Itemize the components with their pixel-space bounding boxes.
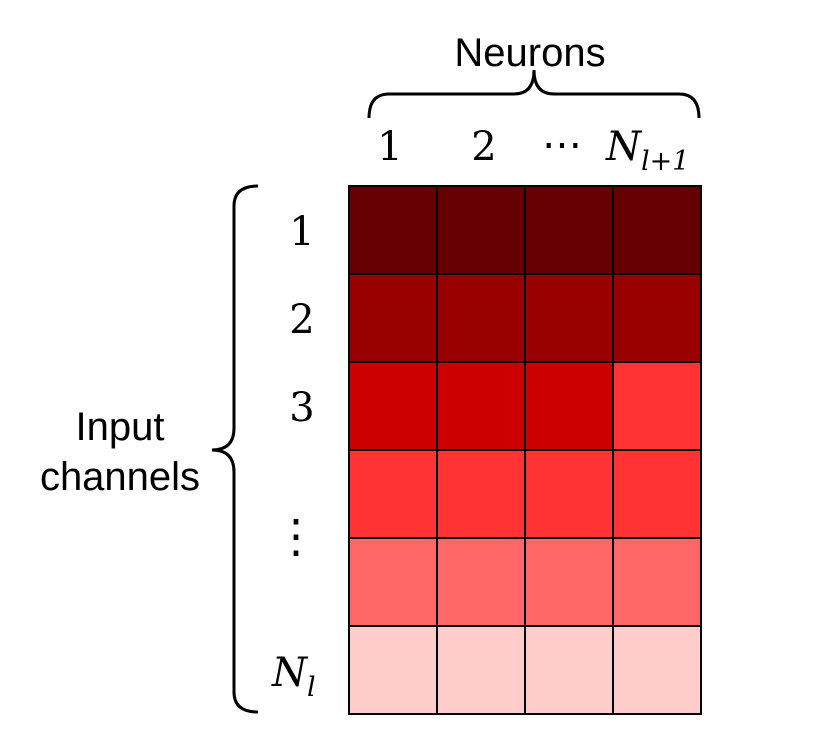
neurons-label: Neurons bbox=[454, 31, 605, 75]
column-label-last: Nl+1 bbox=[605, 124, 689, 177]
row-label-3: 3 bbox=[289, 385, 314, 431]
column-label-last-sub: l+1 bbox=[641, 146, 689, 177]
grid-cell-r2-c1 bbox=[348, 273, 438, 363]
grid-cell-r3-c1 bbox=[348, 361, 438, 451]
grid-cell-r4-c3 bbox=[524, 449, 614, 539]
input-channels-label-line1: Input bbox=[76, 405, 165, 449]
grid-cell-r3-c4 bbox=[612, 361, 702, 451]
grid-cell-r6-c3 bbox=[524, 625, 614, 715]
grid-cell-r6-c2 bbox=[436, 625, 526, 715]
grid-cell-r1-c4 bbox=[612, 185, 702, 275]
row-label-last-sub: l bbox=[307, 672, 316, 703]
grid-cell-r1-c2 bbox=[436, 185, 526, 275]
grid-cell-r3-c3 bbox=[524, 361, 614, 451]
grid-cell-r4-c4 bbox=[612, 449, 702, 539]
grid-cell-r5-c3 bbox=[524, 537, 614, 627]
neurons-brace bbox=[367, 69, 701, 119]
row-label-1: 1 bbox=[289, 209, 314, 255]
grid-cell-r1-c3 bbox=[524, 185, 614, 275]
column-label-2: 2 bbox=[471, 124, 496, 170]
row-label-last: Nl bbox=[271, 650, 316, 703]
grid-cell-r5-c1 bbox=[348, 537, 438, 627]
weight-grid bbox=[348, 185, 702, 715]
input-channels-label-line2: channels bbox=[40, 455, 200, 499]
column-label-ellipsis: ⋯ bbox=[542, 122, 582, 168]
grid-cell-r6-c4 bbox=[612, 625, 702, 715]
grid-cell-r2-c3 bbox=[524, 273, 614, 363]
grid-cell-r4-c1 bbox=[348, 449, 438, 539]
grid-cell-r3-c2 bbox=[436, 361, 526, 451]
grid-cell-r6-c1 bbox=[348, 625, 438, 715]
grid-cell-r5-c4 bbox=[612, 537, 702, 627]
column-label-last-base: N bbox=[605, 124, 643, 170]
column-label-1: 1 bbox=[377, 124, 402, 170]
row-label-last-base: N bbox=[271, 650, 309, 696]
grid-cell-r4-c2 bbox=[436, 449, 526, 539]
input-channels-brace bbox=[211, 184, 259, 714]
grid-cell-r2-c4 bbox=[612, 273, 702, 363]
grid-cell-r2-c2 bbox=[436, 273, 526, 363]
input-channels-label: Input channels bbox=[40, 405, 200, 499]
row-label-2: 2 bbox=[289, 297, 314, 343]
row-label-ellipsis: ⋮ bbox=[273, 509, 319, 563]
grid-cell-r5-c2 bbox=[436, 537, 526, 627]
grid-cell-r1-c1 bbox=[348, 185, 438, 275]
